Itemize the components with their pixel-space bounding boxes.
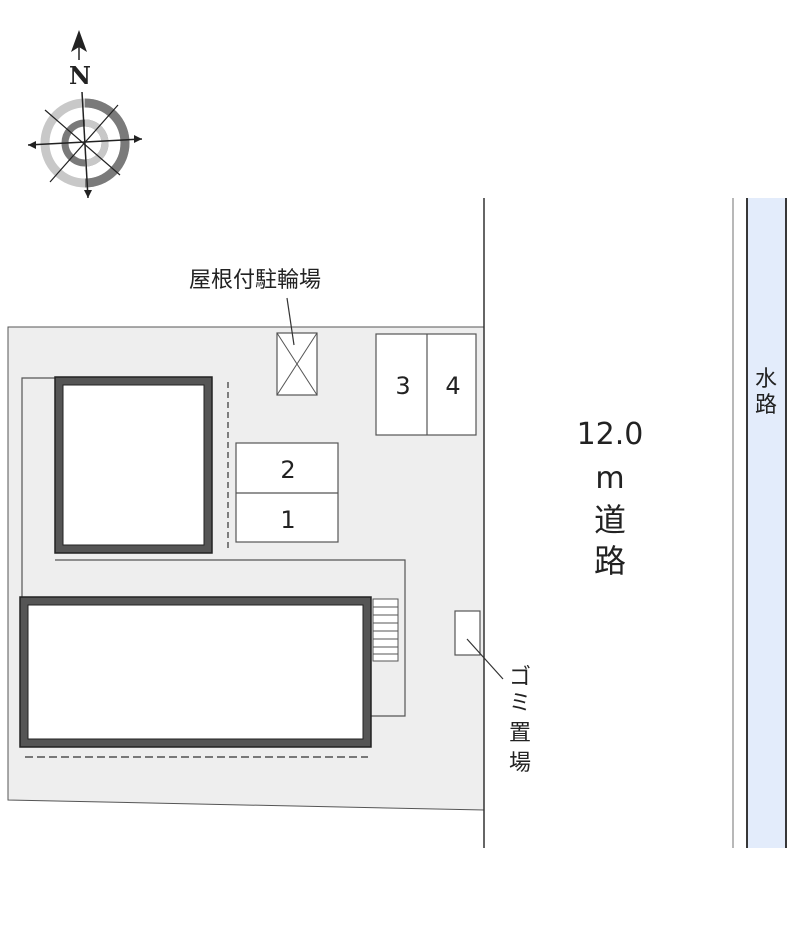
waterway-label: 路 bbox=[755, 393, 777, 418]
parking-spaces-1-2: 2 1 bbox=[235, 442, 339, 543]
garbage-area: ゴ ミ 置 場 bbox=[454, 610, 531, 776]
compass-icon: N bbox=[27, 30, 143, 199]
waterway-label: 水 bbox=[755, 367, 777, 392]
bike-parking-label: 屋根付駐輪場 bbox=[189, 268, 321, 293]
garbage-label: ミ bbox=[509, 691, 531, 716]
waterway: 水 路 bbox=[732, 198, 787, 848]
bike-parking: 屋根付駐輪場 bbox=[189, 268, 321, 396]
building-b bbox=[19, 596, 372, 748]
parking-space-3: 3 bbox=[395, 372, 410, 400]
stairs bbox=[372, 598, 399, 662]
parking-space-1: 1 bbox=[280, 506, 295, 534]
road-text: 路 bbox=[594, 542, 626, 580]
building-a bbox=[54, 376, 213, 554]
road-label: 12.0 m 道 路 bbox=[577, 417, 644, 580]
road-text: 道 bbox=[594, 501, 626, 539]
parking-space-2: 2 bbox=[280, 456, 295, 484]
garbage-label: 置 bbox=[509, 721, 531, 746]
lot-boundary-line bbox=[21, 377, 55, 597]
walkway-outline bbox=[55, 559, 406, 717]
parking-space-4: 4 bbox=[445, 372, 460, 400]
road-unit: m bbox=[595, 461, 624, 496]
garbage-label: ゴ bbox=[509, 665, 531, 690]
road-width: 12.0 bbox=[577, 417, 644, 452]
parking-spaces-3-4: 3 4 bbox=[375, 333, 477, 436]
garbage-label: 場 bbox=[509, 751, 531, 776]
north-label: N bbox=[69, 61, 91, 90]
